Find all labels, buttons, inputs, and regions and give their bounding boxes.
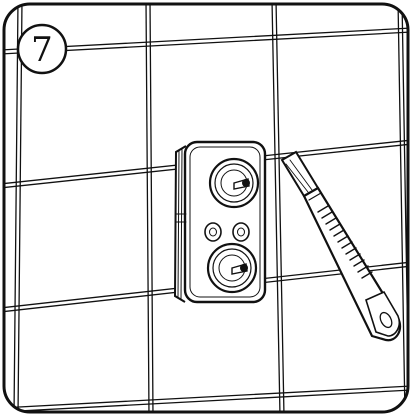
- shower-mixer-escutcheon-icon: [173, 140, 267, 304]
- utility-knife-icon: [280, 150, 402, 342]
- step-badge: 7: [16, 23, 68, 75]
- step-number: 7: [31, 30, 53, 70]
